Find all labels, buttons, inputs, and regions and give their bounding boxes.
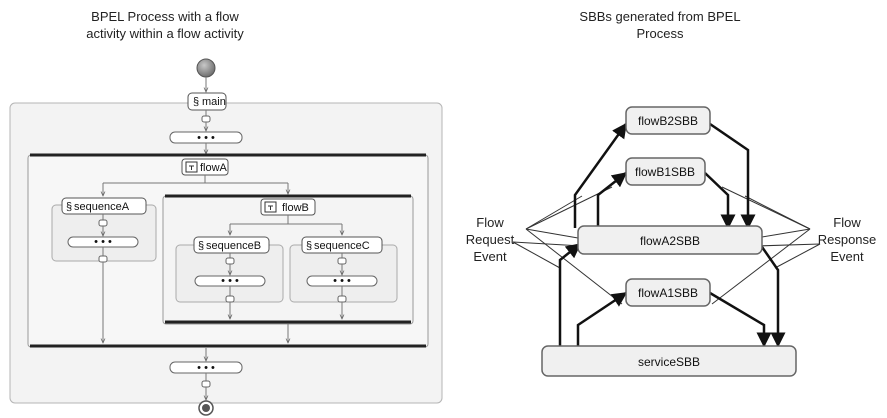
sequenceA-end-icon[interactable]	[98, 255, 108, 263]
sequenceB-node[interactable]	[193, 236, 270, 254]
sequenceA-icon: §	[66, 201, 72, 213]
main-end-icon[interactable]	[201, 380, 211, 388]
request-line1: Flow	[476, 215, 504, 230]
flowB2SBB-box[interactable]	[625, 106, 711, 135]
response-line3: Event	[830, 249, 864, 264]
sequenceC-label: sequenceC	[314, 240, 370, 252]
sbb-arrows	[558, 122, 786, 348]
main-label: main	[202, 96, 226, 108]
flow-response-event-label: Flow Response Event	[812, 214, 882, 265]
flowA1SBB-box[interactable]	[625, 278, 711, 307]
flowB-label: flowB	[282, 202, 309, 214]
right-title-line2: Process	[636, 26, 684, 41]
main-ellipsis-text: • • •	[197, 132, 215, 144]
start-node	[196, 58, 216, 78]
right-title-line1: SBBs generated from BPEL	[579, 9, 741, 24]
sequenceA-label: sequenceA	[74, 201, 130, 213]
flowA1SBB-label: flowA1SBB	[638, 286, 698, 300]
main-icon: §	[193, 96, 199, 108]
request-line2: Request	[465, 232, 515, 247]
response-line1: Flow	[833, 215, 861, 230]
sequenceB-ellipsis-text: • • •	[221, 275, 239, 287]
serviceSBB-box[interactable]	[541, 345, 797, 377]
flowB1SBB-box[interactable]	[625, 157, 706, 186]
request-line3: Event	[473, 249, 507, 264]
main-node[interactable]	[187, 92, 227, 111]
right-title: SBBs generated from BPEL Process	[560, 8, 760, 42]
flowA2SBB-label: flowA2SBB	[640, 234, 700, 248]
sequenceA-collapse-icon[interactable]	[98, 219, 108, 227]
sequenceB-icon: §	[198, 240, 204, 252]
sequenceA-ellipsis-text: • • •	[94, 236, 112, 248]
response-event-lines	[711, 186, 821, 305]
flowA-label: flowA	[200, 162, 228, 174]
serviceSBB-label: serviceSBB	[638, 355, 700, 369]
response-line2: Response	[817, 232, 877, 247]
bottom-ellipsis-text: • • •	[197, 362, 215, 374]
sequenceC-container	[289, 244, 398, 303]
sequenceC-ellipsis-text: • • •	[333, 275, 351, 287]
left-title: BPEL Process with a flow activity within…	[40, 8, 290, 42]
flowB2SBB-label: flowB2SBB	[638, 114, 698, 128]
sequenceB-collapse-icon[interactable]	[225, 257, 235, 265]
sequenceC-icon: §	[306, 240, 312, 252]
flow-request-event-label: Flow Request Event	[455, 214, 525, 265]
main-collapse-icon[interactable]	[201, 115, 211, 123]
sequenceB-end-icon[interactable]	[225, 295, 235, 303]
left-title-line2: activity within a flow activity	[86, 26, 244, 41]
flowB1SBB-label: flowB1SBB	[635, 165, 695, 179]
sequenceA-node[interactable]	[61, 197, 147, 215]
sequenceC-collapse-icon[interactable]	[337, 257, 347, 265]
left-title-line1: BPEL Process with a flow	[91, 9, 239, 24]
sequenceC-end-icon[interactable]	[337, 295, 347, 303]
sequenceB-label: sequenceB	[206, 240, 261, 252]
flowA2SBB-box[interactable]	[577, 225, 763, 255]
